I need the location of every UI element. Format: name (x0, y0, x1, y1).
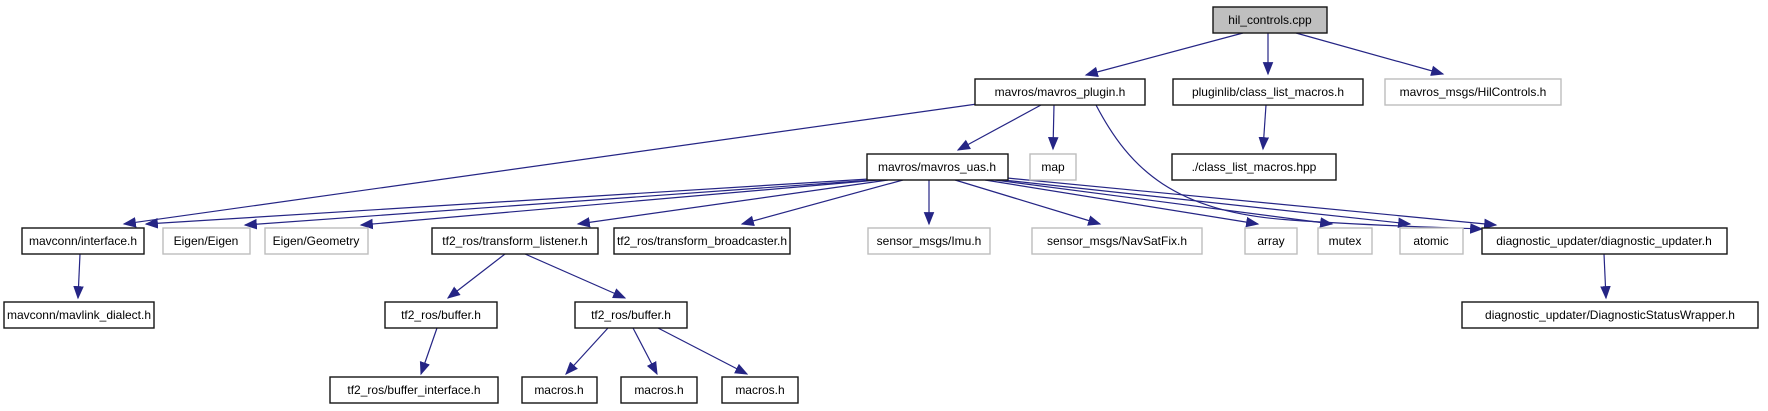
node-label: tf2_ros/buffer_interface.h (347, 383, 480, 397)
node-label: diagnostic_updater/DiagnosticStatusWrapp… (1485, 308, 1735, 322)
edges-layer (73, 32, 1611, 376)
node-label: mavros_msgs/HilControls.h (1400, 85, 1547, 99)
node-label: tf2_ros/buffer.h (591, 308, 671, 322)
node-label: ./class_list_macros.hpp (1192, 160, 1317, 174)
edge-plugin-to-uas (956, 104, 1042, 151)
node-tf2-transform-listener-h[interactable]: tf2_ros/transform_listener.h (431, 227, 599, 255)
edge-plugin-to-mavconn-interface (122, 103, 978, 228)
node-label: atomic (1413, 234, 1448, 248)
node-macros-h-2[interactable]: macros.h (620, 376, 698, 404)
edge-buffer1-to-buffer-interface (419, 327, 438, 376)
node-mavconn-mavlink-dialect-h[interactable]: mavconn/mavlink_dialect.h (3, 301, 155, 329)
edge-uas-to-navsatfix (954, 179, 1102, 226)
node-label: sensor_msgs/NavSatFix.h (1047, 234, 1187, 248)
edge-plugin-to-map (1047, 104, 1059, 151)
node-label: mavros/mavros_uas.h (878, 160, 996, 174)
edge-listener-to-buffer2 (524, 253, 627, 299)
edge-diag-updater-to-wrapper (1600, 253, 1611, 300)
node-macros-h-3[interactable]: macros.h (721, 376, 799, 404)
edge-buffer2-to-macros2 (632, 327, 658, 376)
node-eigen-eigen: Eigen/Eigen (162, 227, 251, 255)
node-label: diagnostic_updater/diagnostic_updater.h (1496, 234, 1712, 248)
edge-uas-to-array (984, 179, 1260, 228)
node-label: mavros/mavros_plugin.h (995, 85, 1126, 99)
node-tf2-buffer-h-1[interactable]: tf2_ros/buffer.h (384, 301, 498, 329)
node-label: pluginlib/class_list_macros.h (1192, 85, 1344, 99)
node-label: hil_controls.cpp (1228, 13, 1312, 27)
node-label: tf2_ros/transform_listener.h (442, 234, 587, 248)
node-tf2-buffer-interface-h[interactable]: tf2_ros/buffer_interface.h (329, 376, 499, 404)
node-label: tf2_ros/buffer.h (401, 308, 481, 322)
edge-uas-to-atomic (1002, 179, 1412, 228)
edge-uas-to-tf2-listener (576, 179, 889, 228)
edge-uas-to-eigen-geometry (359, 179, 879, 230)
node-atomic: atomic (1399, 227, 1464, 255)
edge-hilcontrols-to-mavros-plugin (1084, 32, 1244, 78)
node-label: macros.h (735, 383, 784, 397)
node-label: map (1041, 160, 1065, 174)
node-mavros-plugin-h[interactable]: mavros/mavros_plugin.h (974, 78, 1146, 106)
edge-buffer2-to-macros3 (657, 327, 749, 375)
node-hil-controls-cpp: hil_controls.cpp (1212, 6, 1328, 34)
node-label: sensor_msgs/Imu.h (877, 234, 982, 248)
node-eigen-geometry: Eigen/Geometry (264, 227, 369, 255)
edge-uas-to-eigen-eigen (243, 179, 874, 230)
edge-uas-to-mutex (994, 179, 1334, 228)
node-label: tf2_ros/transform_broadcaster.h (617, 234, 787, 248)
node-diagnostic-updater-h[interactable]: diagnostic_updater/diagnostic_updater.h (1481, 227, 1728, 255)
node-map: map (1029, 153, 1077, 181)
node-label: mavconn/interface.h (29, 234, 137, 248)
node-class-list-macros-hpp[interactable]: ./class_list_macros.hpp (1171, 153, 1337, 181)
edge-hilcontrols-to-hilcontrols-msg (1295, 32, 1445, 76)
node-label: mutex (1329, 234, 1362, 248)
edge-interface-to-mavlink-dialect (73, 253, 84, 300)
node-mavros-uas-h[interactable]: mavros/mavros_uas.h (866, 153, 1009, 181)
node-tf2-transform-broadcaster-h[interactable]: tf2_ros/transform_broadcaster.h (613, 227, 791, 255)
node-mavros-msgs-hilcontrols-h: mavros_msgs/HilControls.h (1384, 78, 1562, 106)
node-label: Eigen/Geometry (273, 234, 360, 248)
edge-listener-to-buffer1 (446, 253, 506, 299)
node-pluginlib-class-list-macros-h[interactable]: pluginlib/class_list_macros.h (1172, 78, 1364, 106)
edge-uas-to-diag-updater (1006, 177, 1498, 230)
edge-pluginlib-to-clm-hpp (1258, 104, 1270, 151)
edge-uas-to-mavconn-interface (144, 178, 870, 229)
node-macros-h-1[interactable]: macros.h (521, 376, 598, 404)
node-label: Eigen/Eigen (174, 234, 239, 248)
edge-uas-to-tf2-broadcaster (740, 179, 904, 226)
node-label: mavconn/mavlink_dialect.h (7, 308, 151, 322)
node-tf2-buffer-h-2[interactable]: tf2_ros/buffer.h (574, 301, 688, 329)
node-sensor-msgs-navsatfix-h: sensor_msgs/NavSatFix.h (1031, 227, 1203, 255)
edge-plugin-to-diag-updater (1095, 104, 1484, 234)
node-sensor-msgs-imu-h: sensor_msgs/Imu.h (867, 227, 991, 255)
node-array: array (1244, 227, 1298, 255)
edge-buffer2-to-macros1 (565, 327, 609, 375)
node-label: array (1257, 234, 1284, 248)
node-mutex: mutex (1317, 227, 1373, 255)
node-mavconn-interface-h[interactable]: mavconn/interface.h (21, 227, 145, 255)
node-label: macros.h (534, 383, 583, 397)
node-label: macros.h (634, 383, 683, 397)
node-diagnostic-status-wrapper-h[interactable]: diagnostic_updater/DiagnosticStatusWrapp… (1461, 301, 1759, 329)
